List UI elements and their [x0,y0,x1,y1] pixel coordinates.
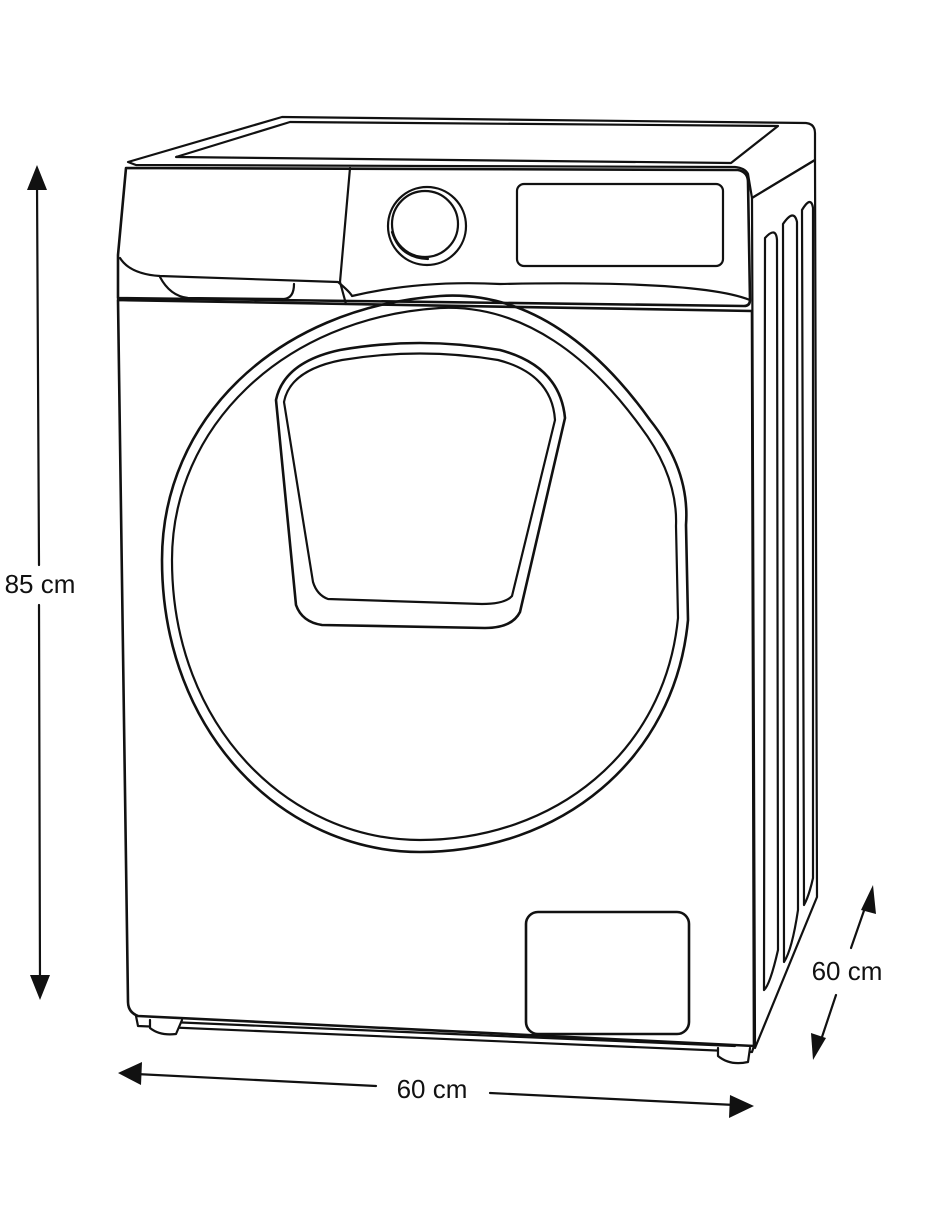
filter-cover [524,910,691,1036]
arrow-down-left-icon [811,1033,826,1060]
display-panel [515,182,725,268]
machine-base-underside [168,1020,737,1048]
depth-dimension-line-lower [818,993,838,1045]
height-dimension-line-upper [35,180,41,567]
machine-foot-right [716,1046,752,1065]
machine-base [134,1014,756,1054]
width-dimension-label: 60 cm [397,1074,468,1104]
arrow-up-icon [27,165,47,190]
height-dimension-line-lower [37,603,42,987]
washing-machine [116,115,819,1065]
arrow-up-right-icon [861,885,876,914]
door-outer-ring [160,294,690,854]
detergent-drawer-handle [158,275,296,301]
arrow-left-icon [118,1062,142,1085]
depth-dimension-label: 60 cm [812,956,883,986]
arrow-down-icon [30,975,50,1000]
arrow-right-icon [729,1095,754,1118]
side-groove-2 [781,214,800,964]
addwash-door-inner [282,352,557,606]
depth-dimension: 60 cm [811,885,882,1060]
height-dimension: 85 cm [5,165,76,1000]
side-groove-1 [762,231,780,992]
width-dimension-line-right [488,1091,737,1107]
machine-front [116,298,756,1048]
door-inner-ring [170,306,680,842]
top-inner-panel [174,120,780,165]
side-groove-3 [800,200,815,907]
machine-foot-left [148,1018,184,1036]
control-dial-icon [386,185,468,267]
height-dimension-label: 85 cm [5,569,76,599]
width-dimension: 60 cm [118,1062,754,1118]
control-panel-divider [338,166,352,306]
width-dimension-line-left [134,1072,378,1088]
addwash-door-outer [274,341,567,630]
